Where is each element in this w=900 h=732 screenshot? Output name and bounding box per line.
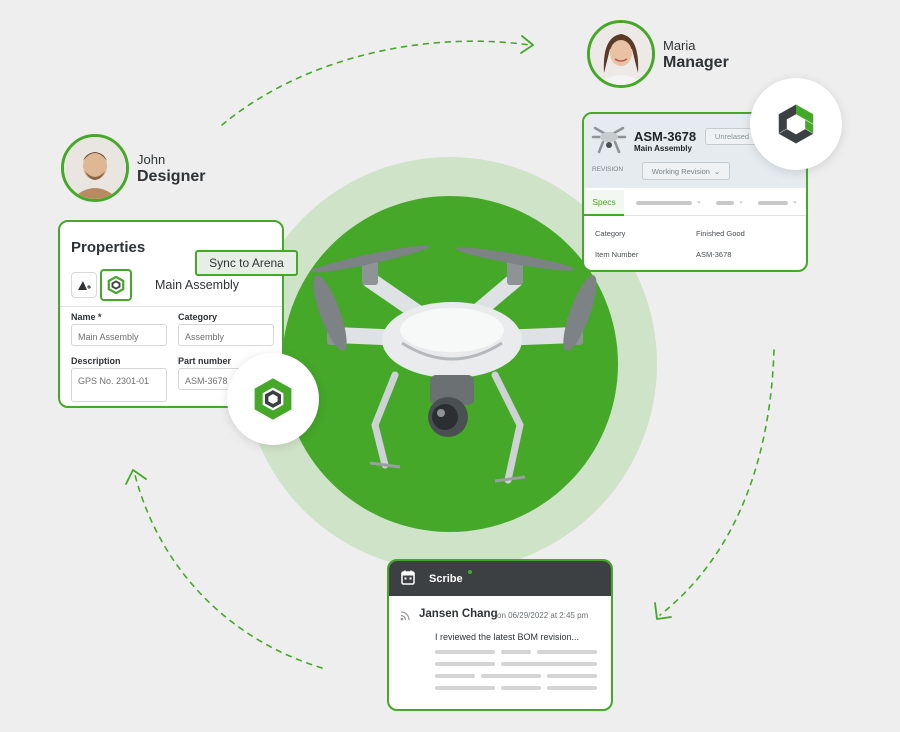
arena-logo-icon (107, 276, 125, 294)
description-input[interactable]: GPS No. 2301-01 (71, 368, 167, 402)
comment-message: I reviewed the latest BOM revision... (435, 632, 580, 642)
tab-placeholder[interactable] (758, 201, 788, 205)
chevron-down-icon: ⌄ (713, 166, 721, 176)
text-placeholder-line (547, 686, 597, 690)
designer-role: Designer (137, 168, 206, 185)
name-input[interactable]: Main Assembly (71, 324, 167, 346)
text-placeholder-line (501, 662, 597, 666)
properties-divider (60, 306, 282, 307)
cad-tool-icon (78, 281, 91, 290)
designer-avatar (61, 134, 129, 202)
comment-timestamp: on 06/29/2022 at 2:45 pm (497, 611, 589, 620)
category-label: Category (178, 312, 218, 322)
item-name: Main Assembly (634, 144, 692, 153)
chevron-down-icon: ⌄ (792, 198, 798, 205)
cycle-arrow-left (134, 474, 323, 669)
tab-placeholder[interactable] (636, 201, 692, 205)
category-input[interactable]: Assembly (178, 324, 274, 346)
rss-icon (400, 611, 410, 621)
arena-tool-button[interactable] (100, 269, 132, 301)
text-placeholder-line (501, 650, 531, 654)
text-placeholder-line (435, 650, 495, 654)
designer-name: John (137, 152, 166, 167)
calendar-icon (401, 570, 415, 585)
manager-name: Maria (663, 38, 696, 53)
tab-placeholder[interactable] (716, 201, 734, 205)
tab-specs[interactable]: Specs (584, 190, 624, 216)
cycle-arrow-icon (654, 602, 672, 620)
item-panel: ASM-3678 Main Assembly Unrelased REVISIO… (582, 112, 808, 272)
sync-to-arena-button[interactable]: Sync to Arena (195, 250, 298, 276)
drone-image (311, 245, 597, 484)
text-placeholder-line (537, 650, 597, 654)
cycle-arrow-icon (520, 35, 534, 54)
text-placeholder-line (501, 686, 541, 690)
cycle-arrow-top (221, 40, 531, 126)
item-number: ASM-3678 (634, 129, 697, 144)
text-placeholder-line (435, 674, 475, 678)
drone-thumbnail (591, 126, 627, 154)
revision-label: REVISION (592, 166, 624, 173)
text-placeholder-line (481, 674, 541, 678)
comment-author: Jansen Chang (419, 608, 498, 620)
text-placeholder-line (435, 686, 495, 690)
cycle-arrow-right (659, 349, 775, 616)
spec-label: Item Number (595, 250, 639, 259)
spec-value: Finished Good (696, 229, 745, 238)
arena-badge-left (227, 353, 319, 445)
spec-value: ASM-3678 (696, 250, 732, 259)
revision-select-value: Working Revision (651, 166, 710, 176)
part-number-label: Part number (178, 356, 232, 366)
spec-label: Category (595, 229, 626, 238)
cycle-arrow-icon (125, 469, 147, 485)
item-tabs: Specs ⌄ ⌄ ⌄ (584, 190, 806, 216)
name-label: Name * (71, 312, 102, 322)
manager-avatar (587, 20, 655, 88)
scribe-title: Scribe (429, 573, 463, 585)
text-placeholder-line (435, 662, 495, 666)
properties-title: Properties (71, 239, 146, 256)
manager-role: Manager (663, 54, 729, 71)
chevron-down-icon: ⌄ (738, 198, 744, 205)
text-placeholder-line (547, 674, 597, 678)
description-label: Description (71, 356, 121, 366)
chevron-down-icon: ⌄ (696, 198, 702, 205)
cad-tool-button[interactable] (71, 272, 97, 298)
scribe-header: Scribe (389, 561, 611, 596)
revision-select[interactable]: Working Revision ⌄ (642, 162, 730, 180)
online-indicator (468, 570, 472, 574)
properties-subject: Main Assembly (155, 278, 240, 292)
arena-logo-icon (778, 104, 814, 144)
arena-logo-icon (254, 378, 292, 420)
arena-badge-right (750, 78, 842, 170)
scribe-panel: Scribe Jansen Chang on 06/29/2022 at 2:4… (387, 559, 613, 711)
